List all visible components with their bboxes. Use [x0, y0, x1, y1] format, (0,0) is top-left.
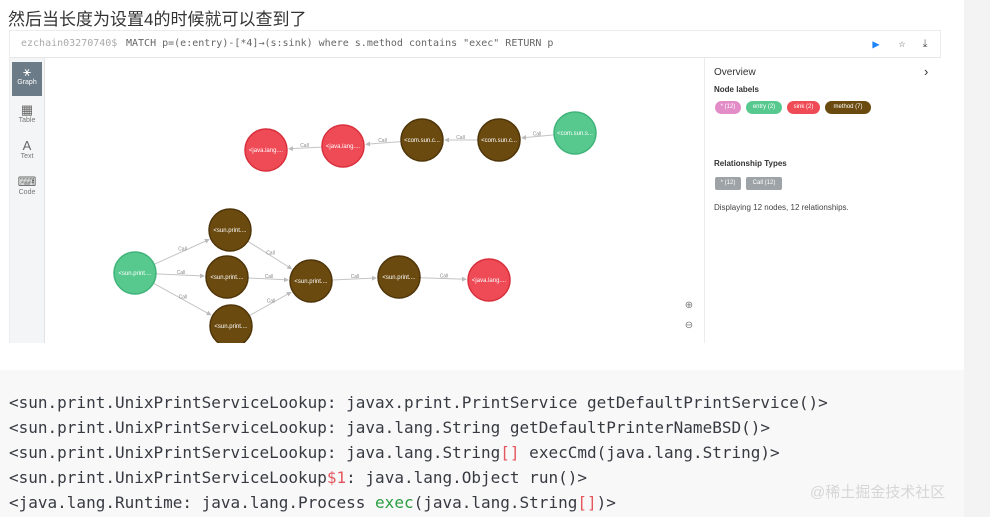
chevron-right-icon[interactable]: › [924, 64, 929, 79]
zoom-out-icon[interactable]: ⊖ [684, 320, 694, 331]
node-label-all[interactable]: * (12) [715, 101, 741, 114]
call-edge[interactable] [247, 277, 289, 283]
node-label-sink[interactable]: sink (2) [787, 101, 820, 114]
call-edge[interactable] [153, 238, 210, 265]
view-switcher: ⚹ Graph ▦ Table A Text ⌨ Code [10, 58, 45, 343]
watermark: @稀土掘金技术社区 [810, 484, 946, 501]
code-line-1: <sun.print.UnixPrintServiceLookup: javax… [9, 393, 828, 412]
method-node[interactable] [400, 118, 444, 162]
node-caption: <sun.print.... [118, 271, 152, 277]
text-icon: A [22, 138, 32, 153]
edge-label: Call [378, 138, 387, 144]
tab-table-label: Table [18, 117, 36, 124]
code-icon: ⌨ [17, 174, 37, 189]
node-caption: <java.lang.... [472, 278, 507, 284]
tab-graph-label: Graph [17, 79, 37, 86]
node-caption: <sun.print.... [210, 275, 244, 281]
display-status: Displaying 12 nodes, 12 relationships. [714, 203, 849, 212]
rel-type-call[interactable]: Call (12) [746, 177, 782, 190]
node-caption: <sun.print.... [214, 324, 248, 330]
neo4j-result-frame: ezchain03270740$ MATCH p=(e:entry)-[*4]→… [10, 31, 941, 343]
overview-panel: Overview › Node labels * (12) entry (2) … [704, 58, 941, 343]
edge-label: Call [265, 274, 274, 280]
call-edge[interactable] [288, 146, 323, 152]
node-caption: <java.lang.... [326, 144, 361, 150]
node-caption: <java.lang.... [249, 148, 284, 154]
edge-label: Call [178, 247, 187, 253]
node-caption: <sun.print.... [213, 228, 247, 234]
call-edge[interactable] [521, 134, 555, 140]
tab-code[interactable]: ⌨ Code [12, 172, 42, 206]
code-line-5: <java.lang.Runtime: java.lang.Process ex… [9, 493, 616, 512]
method-node[interactable] [477, 118, 521, 162]
edge-label: Call [267, 299, 276, 305]
edge-label: Call [440, 274, 449, 280]
method-node[interactable] [209, 304, 253, 343]
query-bar[interactable]: ezchain03270740$ MATCH p=(e:entry)-[*4]→… [10, 31, 940, 58]
method-node[interactable] [208, 208, 252, 252]
tab-graph[interactable]: ⚹ Graph [12, 62, 42, 96]
zoom-in-icon[interactable]: ⊕ [684, 300, 694, 311]
call-edge[interactable] [249, 291, 292, 317]
code-line-1-text: <sun.print.UnixPrintServiceLookup: javax… [9, 393, 828, 412]
code-line-3-text: <sun.print.UnixPrintServiceLookup: java.… [9, 443, 780, 462]
call-edge[interactable] [365, 141, 402, 147]
spacer [0, 343, 964, 370]
node-caption: <sun.print.... [294, 279, 328, 285]
code-block: <sun.print.UnixPrintServiceLookup: javax… [0, 370, 964, 517]
overview-title: Overview [714, 67, 756, 78]
code-line-5-text: <java.lang.Runtime: java.lang.Process ex… [9, 493, 616, 512]
node-caption: <com.sun.c... [481, 138, 517, 144]
rel-type-all[interactable]: * (12) [715, 177, 741, 190]
sink-node[interactable] [321, 124, 365, 168]
favorite-star-icon[interactable]: ☆ [898, 37, 906, 50]
tab-table[interactable]: ▦ Table [12, 100, 42, 134]
entry-node[interactable] [113, 251, 157, 295]
code-line-2-text: <sun.print.UnixPrintServiceLookup: java.… [9, 418, 770, 437]
tab-code-label: Code [18, 189, 36, 196]
call-edge[interactable] [153, 282, 212, 316]
method-node[interactable] [205, 255, 249, 299]
relationship-types-title: Relationship Types [714, 159, 787, 168]
call-edge[interactable] [419, 276, 467, 282]
sink-node[interactable] [467, 258, 511, 302]
edge-label: Call [300, 143, 309, 149]
run-query-button[interactable]: ▶ [872, 37, 880, 51]
page-heading: 然后当长度为设置4的时候就可以查到了 [8, 10, 307, 29]
tab-text-label: Text [20, 153, 34, 160]
query-command[interactable]: MATCH p=(e:entry)-[*4]→(s:sink) where s.… [126, 38, 554, 49]
node-caption: <sun.print.... [382, 275, 416, 281]
edge-label: Call [456, 135, 465, 141]
tab-text[interactable]: A Text [12, 136, 42, 170]
sink-node[interactable] [244, 128, 288, 172]
query-prompt: ezchain03270740$ [21, 38, 118, 49]
node-label-method[interactable]: method (7) [825, 101, 871, 114]
node-labels-title: Node labels [714, 85, 759, 94]
edge-label: Call [177, 270, 186, 276]
code-line-3: <sun.print.UnixPrintServiceLookup: java.… [9, 443, 780, 462]
edge-label: Call [179, 295, 188, 301]
method-node[interactable] [377, 255, 421, 299]
edge-label: Call [533, 132, 542, 138]
node-label-entry[interactable]: entry (2) [746, 101, 782, 114]
table-icon: ▦ [20, 102, 34, 117]
call-edge[interactable] [331, 275, 377, 281]
graph-icon: ⚹ [23, 64, 31, 79]
page-scrollbar[interactable] [964, 0, 990, 517]
call-edge[interactable] [247, 240, 293, 270]
edge-label: Call [266, 251, 275, 257]
call-edge[interactable] [155, 273, 205, 279]
node-caption: <com.sun.c... [404, 138, 440, 144]
code-line-2: <sun.print.UnixPrintServiceLookup: java.… [9, 418, 770, 437]
code-line-4: <sun.print.UnixPrintServiceLookup$1: jav… [9, 468, 587, 487]
download-icon[interactable]: ⤓ [922, 37, 928, 50]
edge-label: Call [351, 274, 360, 280]
node-caption: <com.sun.s... [557, 131, 593, 137]
code-line-4-text: <sun.print.UnixPrintServiceLookup$1: jav… [9, 468, 587, 487]
method-node[interactable] [289, 259, 333, 303]
entry-node[interactable] [553, 111, 597, 155]
